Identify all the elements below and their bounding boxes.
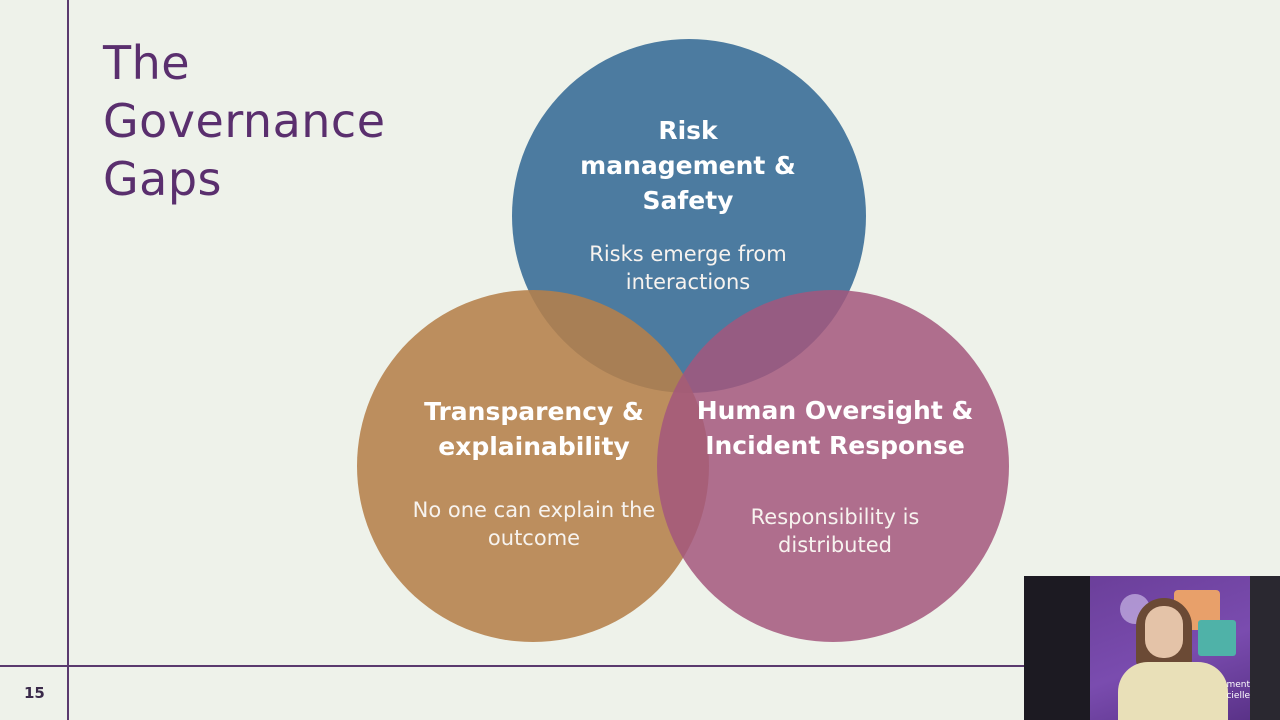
human-circle <box>657 290 1009 642</box>
risk-heading: Risk management & Safety <box>540 113 836 218</box>
risk-heading-line: management & <box>580 151 796 180</box>
human-heading: Human Oversight & Incident Response <box>676 393 994 463</box>
horizontal-divider <box>0 665 1280 667</box>
transparency-circle <box>357 290 709 642</box>
human-description: Responsibility is distributed <box>676 503 994 559</box>
risk-heading-line: Safety <box>642 186 734 215</box>
vertical-divider <box>67 0 69 720</box>
risk-heading-line: Risk <box>658 116 718 145</box>
title-line: Governance <box>103 94 386 148</box>
stage-edge <box>1250 576 1280 720</box>
risk-description-line: Risks emerge from <box>589 242 787 266</box>
risk-description: Risks emerge from interactions <box>540 240 836 296</box>
transparency-heading: Transparency & explainability <box>388 394 680 464</box>
human-label-group: Human Oversight & Incident Response Resp… <box>676 393 994 559</box>
transparency-heading-line: explainability <box>438 432 630 461</box>
human-heading-line: Human Oversight & <box>696 396 974 425</box>
speaker-webcam: ment cielle <box>1024 576 1280 720</box>
human-description-line: Responsibility is <box>750 505 920 529</box>
backdrop-shape <box>1198 620 1236 656</box>
speaker-face <box>1145 606 1183 658</box>
title-line: Gaps <box>103 152 222 206</box>
risk-label-group: Risk management & Safety Risks emerge fr… <box>540 113 836 296</box>
transparency-label-group: Transparency & explainability No one can… <box>388 394 680 552</box>
human-description-line: distributed <box>778 533 892 557</box>
speaker-body <box>1118 662 1228 720</box>
transparency-description-line: outcome <box>487 526 581 550</box>
transparency-description: No one can explain the outcome <box>388 496 680 552</box>
banner-text-line: ment <box>1226 680 1250 690</box>
slide-title: The Governance Gaps <box>103 34 463 208</box>
risk-description-line: interactions <box>625 270 751 294</box>
title-line: The <box>103 36 191 90</box>
human-heading-line: Incident Response <box>705 431 965 460</box>
banner-text: ment cielle <box>1210 680 1250 702</box>
transparency-description-line: No one can explain the <box>412 498 656 522</box>
transparency-heading-line: Transparency & <box>424 397 644 426</box>
banner-text-line: cielle <box>1226 691 1250 701</box>
page-number: 15 <box>24 684 45 702</box>
